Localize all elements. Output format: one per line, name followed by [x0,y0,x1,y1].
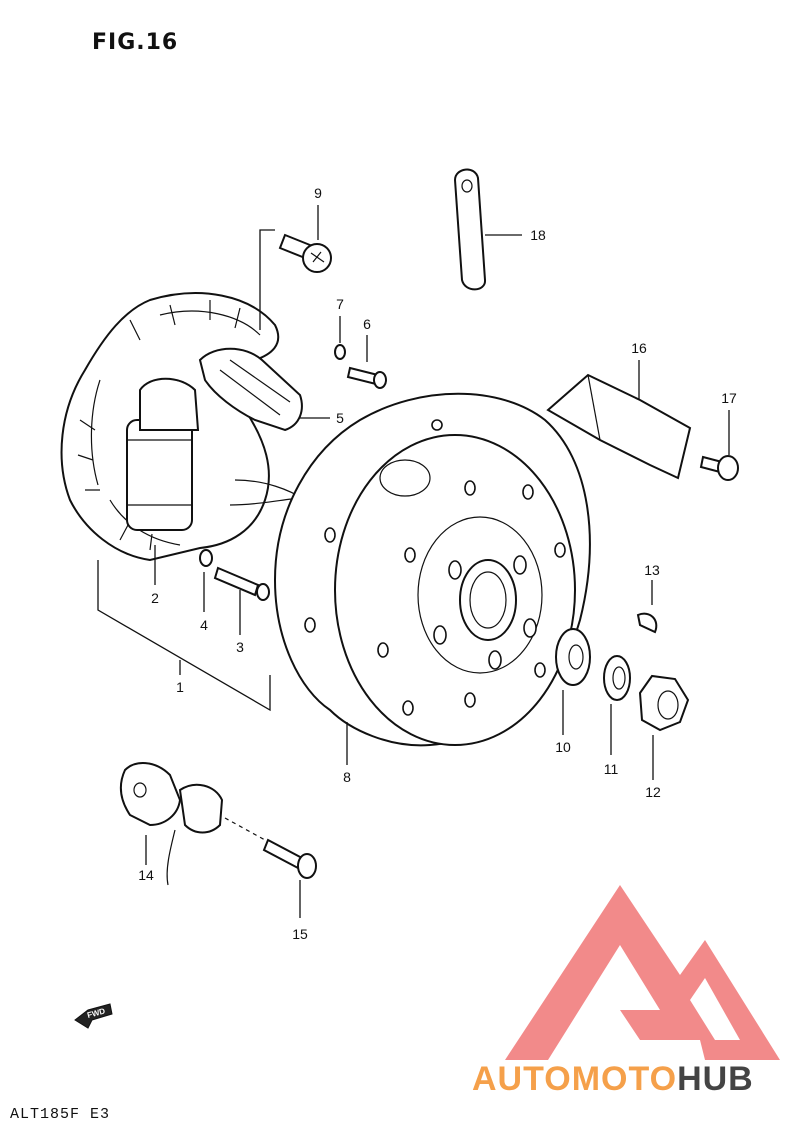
cover-16 [546,373,692,480]
callout-1: 1 [176,679,184,695]
callout-5: 5 [336,410,344,426]
svg-text:AUTOMOTOHUB: AUTOMOTOHUB [472,1060,754,1098]
stator-plate-assembly [60,292,306,562]
callout-10: 10 [555,739,571,755]
callout-16: 16 [631,340,647,356]
watermark-text-hub: HUB [677,1060,754,1098]
callout-17: 17 [721,390,737,406]
callout-13: 13 [644,562,660,578]
callout-6: 6 [363,316,371,332]
callout-9: 9 [314,185,322,201]
callout-7: 7 [336,296,344,312]
clamp-18 [453,168,486,291]
washer-4 [199,549,213,567]
screw-15 [262,838,317,879]
pickup-coil-14 [119,762,224,886]
watermark-text-automoto: AUTOMOTO [472,1060,677,1098]
callout-11: 11 [604,761,619,777]
callout-12: 12 [645,784,661,800]
fwd-arrow-marker: FWD [74,1003,113,1029]
callout-2: 2 [151,590,159,606]
leader-9 [259,229,275,330]
washer-7 [334,344,346,360]
watermark-logo: AUTOMOTOHUB [472,885,780,1098]
figure-title: FIG.16 [92,30,179,55]
model-code: ALT185F E3 [10,1106,111,1123]
lock-washer-11 [603,655,631,701]
callout-15: 15 [292,926,308,942]
flywheel-rotor [273,392,591,747]
screw-6 [346,366,387,389]
callout-14: 14 [138,867,154,883]
washer-10 [555,628,591,686]
nut-12 [638,674,690,732]
key-13 [636,612,658,634]
bolt-17 [699,455,739,481]
callout-3: 3 [236,639,244,655]
callout-8: 8 [343,769,351,785]
bolt-9 [278,233,332,273]
bracket-1 [97,560,271,712]
callout-4: 4 [200,617,208,633]
callout-18: 18 [530,227,546,243]
watermark-logo-mark [505,885,780,1060]
screw-3 [213,566,270,601]
